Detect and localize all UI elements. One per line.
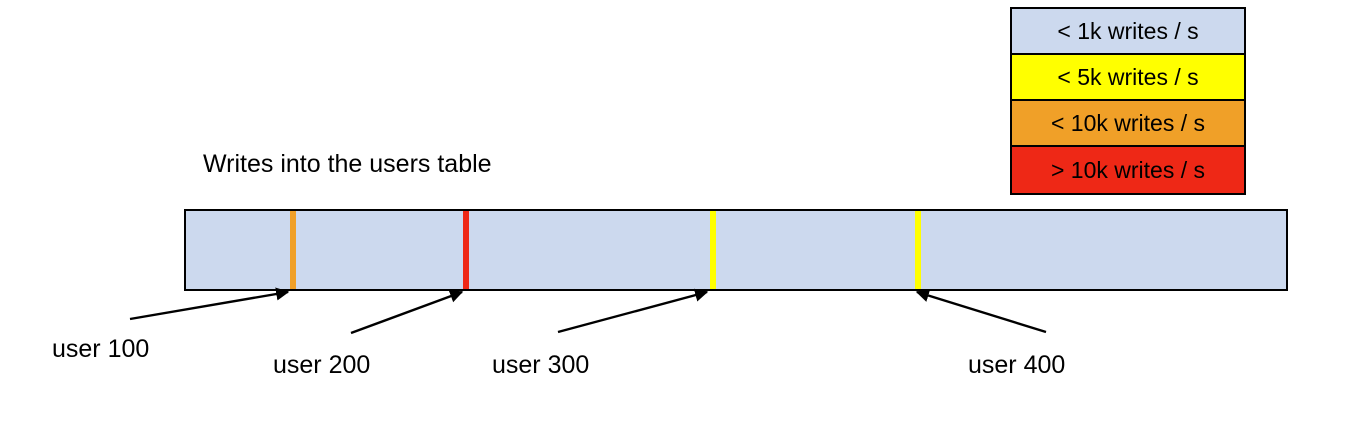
user-100-arrow	[129, 287, 290, 321]
user-200-marker	[463, 211, 469, 289]
legend: < 1k writes / s < 5k writes / s < 10k wr…	[1010, 7, 1246, 195]
callout-label-user-400: user 400	[968, 351, 1066, 379]
user-300-marker	[710, 211, 716, 289]
user-200-arrow	[350, 289, 464, 335]
legend-label-lt-1k: < 1k writes / s	[1057, 17, 1199, 44]
legend-label-lt-5k: < 5k writes / s	[1057, 63, 1199, 90]
legend-row-lt-5k: < 5k writes / s	[1012, 55, 1244, 101]
user-400-marker	[915, 211, 921, 289]
legend-label-gt-10k: > 10k writes / s	[1050, 156, 1206, 183]
user-100-marker	[290, 211, 296, 289]
callout-label-user-200: user 200	[273, 351, 371, 379]
callout-label-user-100: user 100	[52, 335, 150, 363]
legend-row-lt-1k: < 1k writes / s	[1012, 9, 1244, 55]
user-400-arrow	[915, 289, 1047, 334]
callout-label-user-300: user 300	[492, 351, 590, 379]
legend-row-gt-10k: > 10k writes / s	[1012, 147, 1244, 193]
legend-label-lt-10k: < 10k writes / s	[1050, 109, 1206, 136]
chart-title: Writes into the users table	[203, 150, 492, 178]
user-300-arrow	[557, 288, 709, 334]
legend-row-lt-10k: < 10k writes / s	[1012, 101, 1244, 147]
users-table-bar	[184, 209, 1288, 291]
